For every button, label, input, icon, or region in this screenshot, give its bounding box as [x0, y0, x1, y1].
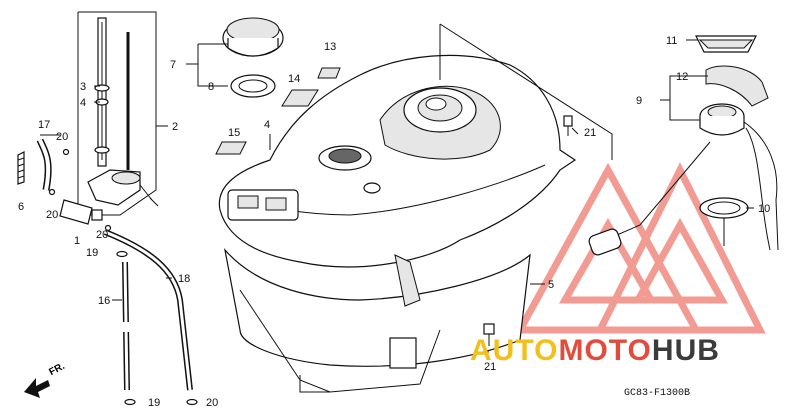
label-21b: 21 — [484, 361, 496, 373]
label-20d: 20 — [206, 397, 218, 409]
filler-cap — [222, 17, 284, 98]
label-11: 11 — [666, 35, 677, 47]
watermark-hub: HUB — [651, 334, 720, 367]
bolt-21-upper — [563, 115, 573, 136]
fuel-cock-assembly — [17, 11, 168, 232]
pad-14 — [281, 89, 319, 107]
label-15: 15 — [228, 127, 240, 139]
watermark-triangle-logo — [514, 162, 766, 334]
label-8: 8 — [208, 81, 214, 93]
bolt-21-lower — [483, 323, 495, 346]
label-6: 6 — [18, 201, 24, 213]
watermark-text: AUTOMOTOHUB — [470, 334, 720, 368]
label-21a: 21 — [584, 127, 596, 139]
label-2: 2 — [172, 121, 178, 133]
label-4b: 4 — [264, 119, 270, 131]
pad-15 — [215, 141, 247, 155]
label-13: 13 — [324, 41, 336, 53]
label-4a: 4 — [80, 97, 86, 109]
label-17: 17 — [38, 119, 50, 131]
label-10: 10 — [758, 203, 770, 215]
label-16: 16 — [98, 295, 110, 307]
label-7: 7 — [170, 59, 176, 71]
label-3: 3 — [80, 81, 86, 93]
label-20c: 20 — [96, 229, 108, 241]
front-arrow-icon — [24, 378, 50, 398]
fuel-unit — [588, 35, 779, 256]
label-1: 1 — [74, 235, 80, 247]
watermark-auto: AUTO — [470, 334, 559, 367]
tank-tray — [224, 247, 531, 393]
leader-lines — [40, 39, 754, 358]
label-19b: 19 — [148, 397, 160, 409]
label-12: 12 — [676, 71, 688, 83]
label-14: 14 — [288, 73, 300, 85]
label-18: 18 — [178, 273, 190, 285]
drawing-code: GC83-F1300B — [624, 388, 691, 399]
label-20b: 20 — [46, 209, 58, 221]
pad-13 — [317, 67, 341, 79]
label-5: 5 — [548, 279, 554, 291]
label-9: 9 — [636, 95, 642, 107]
label-19a: 19 — [86, 247, 98, 259]
fuel-tank — [218, 54, 577, 268]
label-20a: 20 — [56, 131, 68, 143]
part-labels: 1 2 3 4 4 5 6 7 8 9 10 11 12 13 14 15 16… — [18, 35, 770, 409]
fuel-hoses — [103, 229, 198, 406]
watermark-moto: MOTO — [558, 334, 652, 367]
leader-bracket — [439, 23, 613, 160]
